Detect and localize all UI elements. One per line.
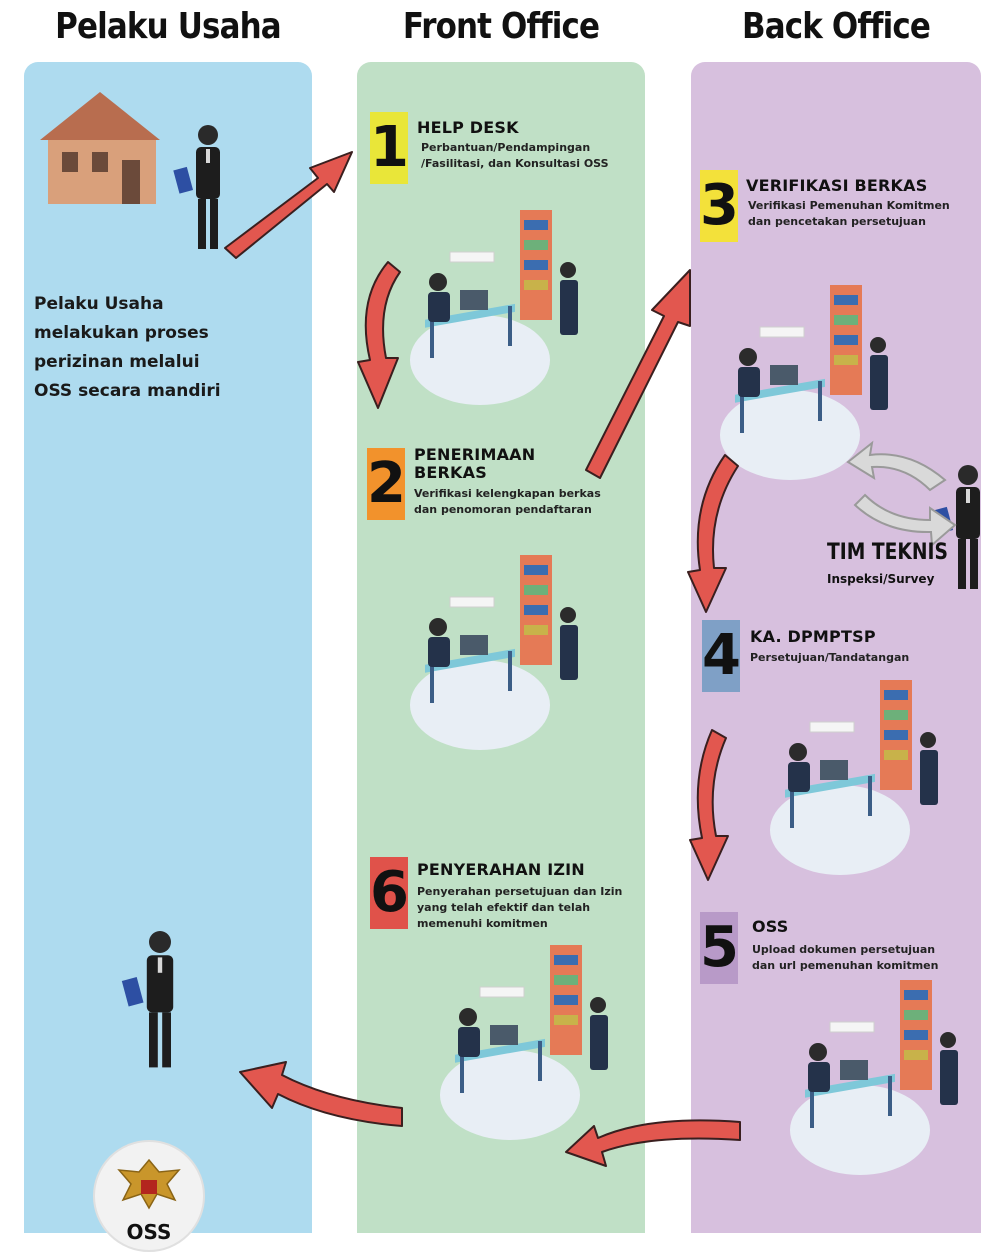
oss-logo: OSS [93,1140,205,1252]
garuda-emblem-icon [117,1158,181,1210]
step-1-badge: 1 [370,112,409,184]
column-title-pelaku-usaha: Pelaku Usaha [55,6,282,47]
column-title-back-office: Back Office [742,6,931,47]
step-6-badge: 6 [370,857,409,929]
flow-arrows [224,151,741,1167]
step-6-title: PENYERAHAN IZIN [417,860,585,879]
step-4-badge: 4 [702,620,741,692]
step-5-description: Upload dokumen persetujuan dan url pemen… [752,943,939,972]
step-3-title: VERIFIKASI BERKAS [746,176,928,195]
office-desk-icon [439,944,609,1141]
tim-teknis-title: TIM TEKNIS [827,540,948,565]
step-2-description: Verifikasi kelengkapan berkas dan penomo… [414,487,601,516]
step-4-description: Persetujuan/Tandatangan [750,651,910,664]
oss-logo-text: OSS [126,1220,172,1244]
feedback-arrows [846,440,957,548]
businessman-icon [121,931,174,1068]
step-2-badge: 2 [367,448,406,520]
office-desk-icon [769,679,939,876]
businessman-icon [173,125,220,249]
office-desk-icon [409,554,579,751]
step-3-badge: 3 [700,170,739,242]
office-desk-icon [409,209,579,406]
tim-teknis-subtitle: Inspeksi/Survey [827,572,935,586]
pelaku-usaha-description: Pelaku Usaha melakukan proses perizinan … [34,294,221,401]
step-5-badge: 5 [700,912,739,984]
house-icon [40,92,160,204]
step-2-title: PENERIMAAN BERKAS [414,445,536,482]
step-1-description: Perbantuan/Pendampingan /Fasilitasi, dan… [421,141,609,170]
column-title-front-office: Front Office [402,6,600,47]
step-1-title: HELP DESK [417,118,519,137]
step-5-title: OSS [752,917,789,936]
step-3-description: Verifikasi Pemenuhan Komitmen dan pencet… [748,199,950,228]
office-desk-icon [789,979,959,1176]
step-4-title: KA. DPMPTSP [750,627,876,646]
step-6-description: Penyerahan persetujuan dan Izin yang tel… [417,885,623,930]
